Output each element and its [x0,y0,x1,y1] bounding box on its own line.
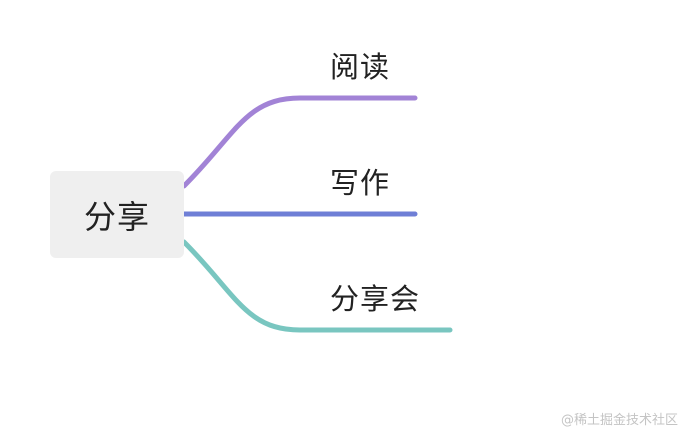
branch-line-reading [181,95,418,189]
branch-label-reading[interactable]: 阅读 [330,50,391,84]
root-node-label: 分享 [83,197,150,236]
branch-line-sharing-meeting [181,239,453,333]
branch-label-sharing-meeting[interactable]: 分享会 [330,282,421,316]
root-node[interactable]: 分享 [50,171,184,258]
branch-label-writing[interactable]: 写作 [330,166,391,200]
watermark: @稀土掘金技术社区 [560,413,678,428]
